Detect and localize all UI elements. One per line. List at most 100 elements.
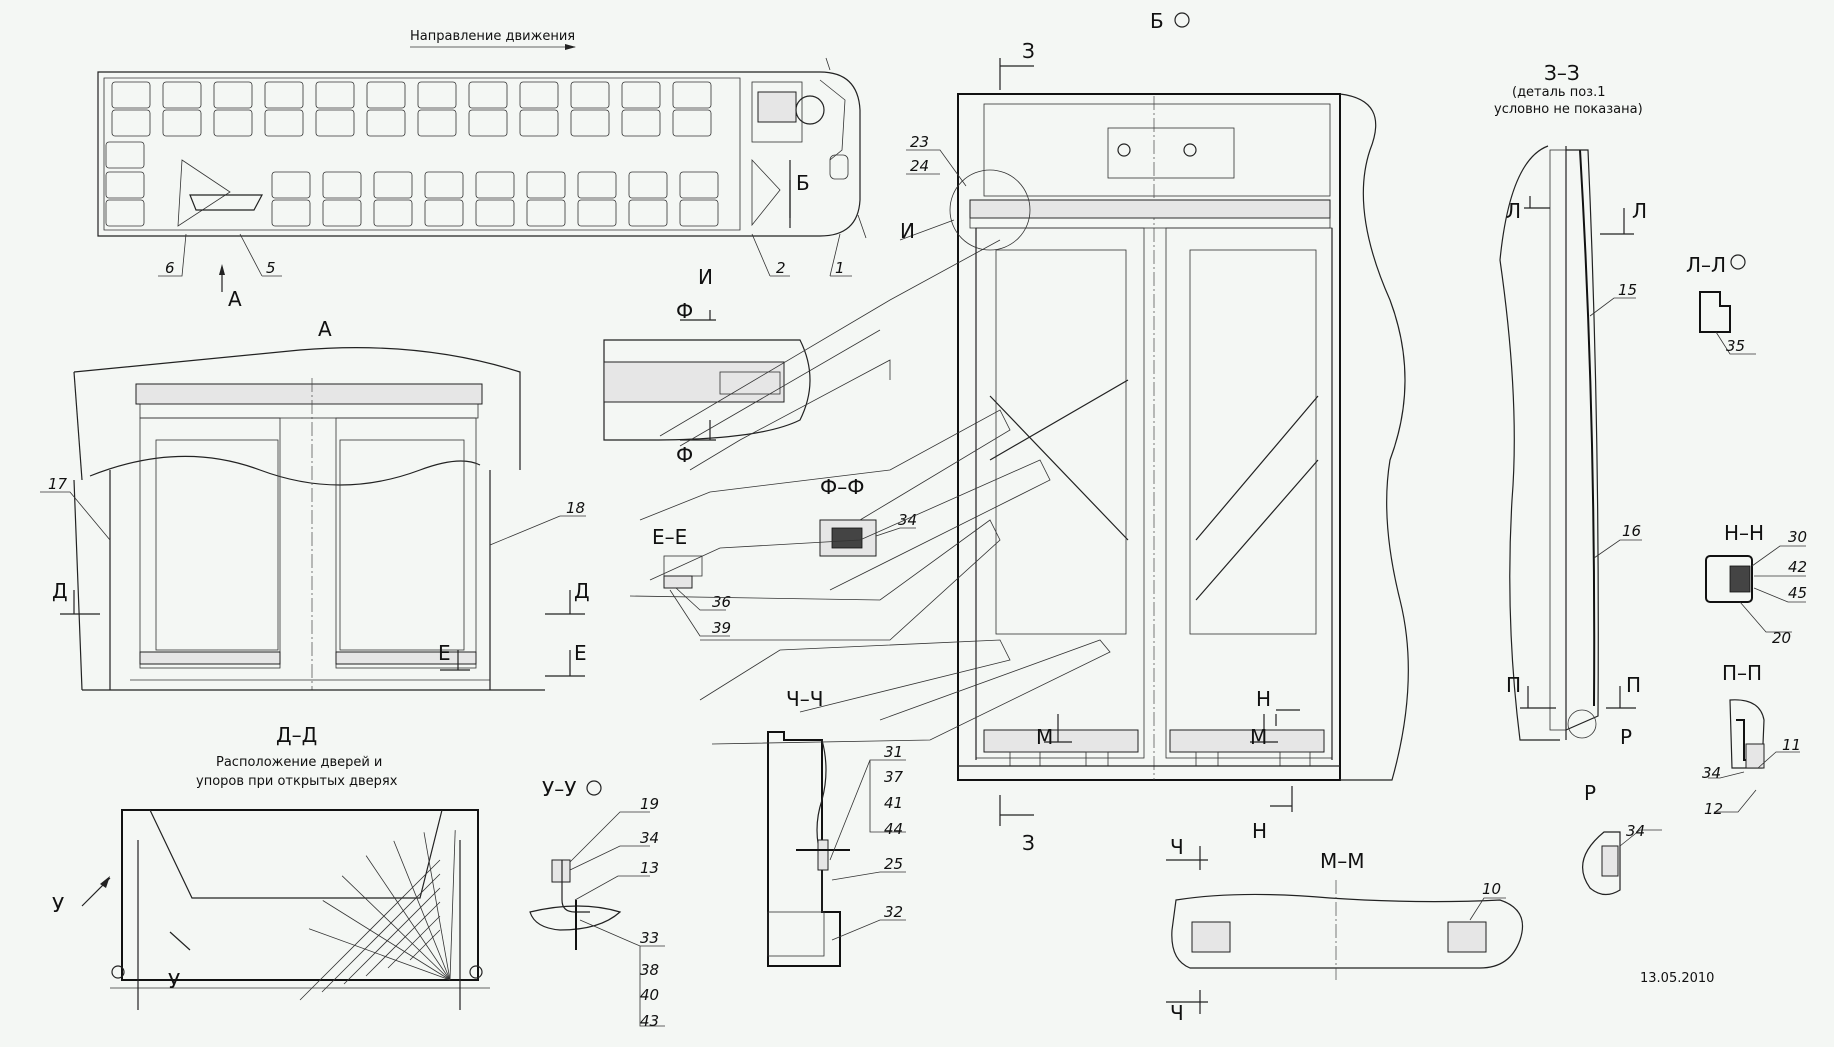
- section-mark-e-right: Е: [574, 641, 587, 665]
- drawing-date: 13.05.2010: [1640, 971, 1714, 986]
- position-11: 11: [1782, 736, 1801, 754]
- bus-seat: [111, 109, 151, 137]
- section-z-z: З–З (деталь поз.1 условно не показана) Л…: [1494, 61, 1647, 749]
- position-2: 2: [776, 259, 786, 277]
- position-16: 16: [1622, 522, 1641, 540]
- section-f-f: Ф–Ф 34: [819, 475, 917, 557]
- projection-ribbons: [629, 239, 1111, 745]
- position-25: 25: [884, 855, 903, 873]
- bus-seat: [105, 141, 145, 169]
- position-40: 40: [640, 986, 659, 1004]
- bus-seats: [105, 81, 719, 227]
- bus-seat: [519, 81, 559, 109]
- door-swing-line: [423, 832, 451, 981]
- bus-seat: [628, 171, 668, 199]
- bus-seat: [577, 199, 617, 227]
- bus-seat: [570, 109, 610, 137]
- position-32: 32: [884, 903, 903, 921]
- position-18: 18: [566, 499, 585, 517]
- position-23: 23: [910, 133, 929, 151]
- bus-seat: [315, 81, 355, 109]
- position-24: 24: [910, 157, 929, 175]
- bus-seat: [271, 199, 311, 227]
- section-p-p-title: П–П: [1722, 661, 1762, 685]
- stop-line: [365, 901, 441, 977]
- bus-seat: [672, 109, 712, 137]
- bus-seat: [373, 171, 413, 199]
- section-ch-ch: Ч–Ч 31 37 41 44 25 32: [767, 687, 906, 967]
- bus-seat: [366, 109, 406, 137]
- section-d-d-door-layout: Д–Д Расположение дверей и упоров при отк…: [52, 723, 490, 1010]
- stop-line: [409, 929, 441, 961]
- door-swing-line: [449, 830, 456, 981]
- section-mark-m-left: М: [1036, 725, 1053, 749]
- section-d-d-note-1: Расположение дверей и: [216, 755, 382, 770]
- bus-seat: [628, 199, 668, 227]
- direction-label: Направление движения: [410, 29, 575, 44]
- bus-seat: [526, 171, 566, 199]
- position-19: 19: [640, 795, 659, 813]
- bus-seat: [322, 199, 362, 227]
- bus-seat: [519, 109, 559, 137]
- section-m-m-title: М–М: [1320, 849, 1365, 873]
- view-a-door-front: А Д Д Е Е 17 18: [40, 317, 590, 691]
- position-31: 31: [884, 743, 903, 761]
- door-swing-line: [322, 900, 451, 981]
- position-15: 15: [1618, 281, 1637, 299]
- section-mark-n-top: Н: [1256, 687, 1271, 711]
- section-mark-m-right: М: [1250, 725, 1267, 749]
- bus-seat: [621, 109, 661, 137]
- position-38: 38: [640, 961, 659, 979]
- section-p-p: П–П 34 11 12: [1702, 661, 1801, 818]
- bus-seat: [417, 81, 457, 109]
- bus-seat: [105, 171, 145, 199]
- section-mark-f-top: Ф: [676, 299, 693, 323]
- section-mark-p-right: П: [1626, 673, 1641, 697]
- position-35: 35: [1726, 337, 1745, 355]
- bus-seat: [424, 199, 464, 227]
- position-17: 17: [48, 475, 68, 493]
- position-36: 36: [712, 593, 731, 611]
- section-mark-z-bottom: З: [1022, 831, 1035, 855]
- stop-line: [343, 887, 441, 985]
- section-d-d-title: Д–Д: [276, 723, 317, 747]
- section-mark-l-right: Л: [1632, 199, 1647, 223]
- section-mark-f-bottom: Ф: [676, 443, 693, 467]
- section-mark-e-left: Е: [438, 641, 451, 665]
- bus-seat: [213, 81, 253, 109]
- position-34-ff: 34: [898, 511, 917, 529]
- detail-i-title: И: [698, 265, 713, 289]
- position-41: 41: [884, 794, 903, 812]
- position-13: 13: [640, 859, 659, 877]
- bus-seat: [162, 109, 202, 137]
- bus-seat: [621, 81, 661, 109]
- bus-plan-view: Направление движения Б А 6 5 2 1: [97, 29, 867, 311]
- position-20: 20: [1772, 629, 1791, 647]
- section-l-l-title: Л–Л: [1686, 253, 1726, 277]
- detail-r: Р 34: [1582, 781, 1662, 896]
- section-l-l: Л–Л 35: [1686, 253, 1756, 355]
- bus-seat: [417, 109, 457, 137]
- section-d-d-note-2: упоров при открытых дверях: [196, 774, 398, 789]
- section-mark-p-left: П: [1506, 673, 1521, 697]
- bus-seat: [373, 199, 413, 227]
- door-swing-line: [365, 855, 451, 981]
- section-mark-u-bottom: У: [168, 969, 180, 993]
- bus-seat: [424, 171, 464, 199]
- bus-seat: [271, 171, 311, 199]
- position-39: 39: [712, 619, 731, 637]
- position-5: 5: [266, 259, 276, 277]
- section-z-z-title: З–З: [1544, 61, 1580, 85]
- view-a-title: А: [318, 317, 332, 341]
- section-n-n-title: Н–Н: [1724, 521, 1764, 545]
- section-mark-ch-top: Ч: [1170, 835, 1184, 859]
- bus-seat: [264, 81, 304, 109]
- stop-line: [387, 915, 441, 969]
- stop-line: [299, 859, 441, 1001]
- section-mark-d-left: Д: [52, 579, 68, 603]
- bus-seat: [366, 81, 406, 109]
- position-45: 45: [1788, 584, 1807, 602]
- bus-seat: [162, 81, 202, 109]
- bus-seat: [111, 81, 151, 109]
